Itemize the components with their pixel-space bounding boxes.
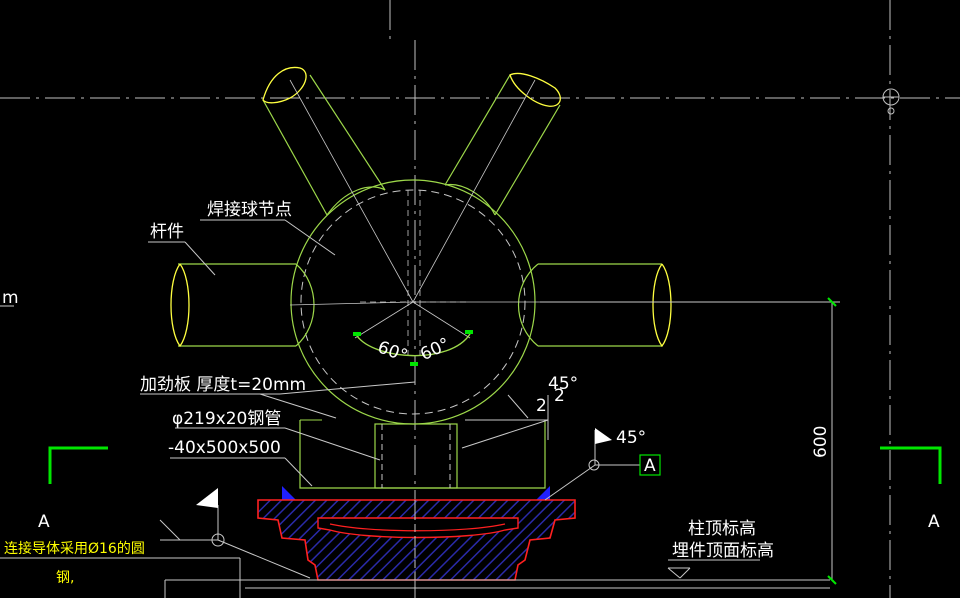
- label-plate: -40x500x500: [168, 438, 281, 458]
- angle-label-right: 60°: [417, 334, 453, 365]
- section-mark-left-text: A: [38, 512, 50, 532]
- rubber-bearing: [257, 499, 576, 581]
- label-column-top-elev: 柱顶标高: [688, 519, 756, 539]
- angle-arc-60: [353, 330, 473, 366]
- section-ref-text: A: [644, 456, 656, 476]
- rod-end-caps: [262, 66, 561, 107]
- label-steel-pipe: φ219x20钢管: [172, 409, 281, 429]
- section-ref-box: [639, 454, 661, 476]
- base-lines: [164, 558, 830, 598]
- section-mark-right: [880, 446, 942, 484]
- horizontal-rods: [178, 263, 662, 347]
- label-angle-45-top: 45°: [548, 374, 578, 394]
- horizontal-rod-ends: [170, 263, 672, 348]
- weld-triangles: [282, 486, 550, 500]
- section-mark-right-text: A: [928, 512, 940, 532]
- label-weld-size: 2: [536, 396, 547, 416]
- edge-fragment-text: m: [2, 288, 19, 308]
- label-embed-top-elev: 埋件顶面标高: [672, 541, 774, 561]
- dimension-line-600: [540, 297, 840, 585]
- label-welded-ball-node: 焊接球节点: [207, 200, 292, 220]
- angle-label-left: 60°: [375, 337, 410, 366]
- axis-bubble-symbol: [882, 88, 900, 115]
- note-line-1: 连接导体采用Ø16的圆: [4, 540, 145, 557]
- note-line-2: 钢,: [56, 570, 74, 586]
- support-pipe: [299, 419, 546, 489]
- weld-flag-left: [196, 488, 225, 547]
- dimension-600-text: 600: [811, 426, 831, 458]
- label-angle-45-flag: 45°: [616, 428, 646, 448]
- section-mark-left: [48, 446, 108, 484]
- label-rod: 杆件: [150, 222, 184, 242]
- weld-flag-right: [588, 428, 612, 471]
- upper-diagonal-rods: [262, 74, 561, 216]
- ball-internal-lines: [289, 79, 540, 360]
- label-weld-size-2: 2: [554, 386, 565, 406]
- label-stiffener: 加劲板 厚度t=20mm: [140, 375, 306, 395]
